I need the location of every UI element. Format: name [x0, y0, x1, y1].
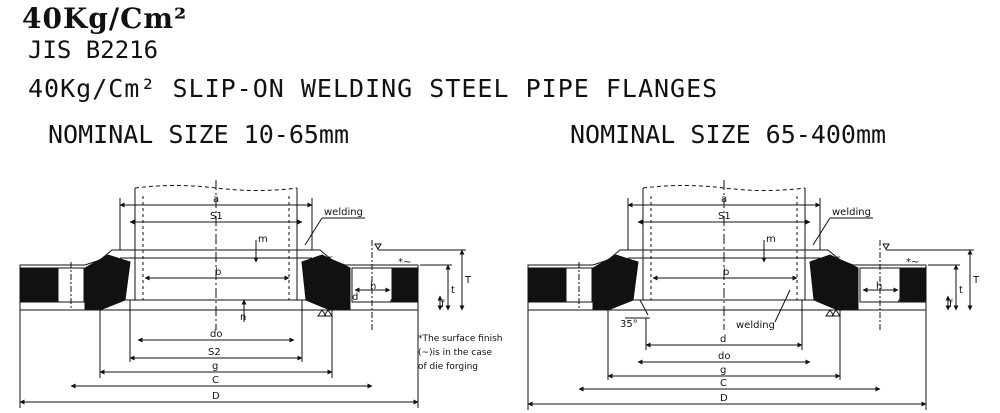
note-line-2: (~)is in the case — [418, 348, 492, 358]
label-angle: 35° — [620, 319, 638, 330]
label-welding-top: welding — [832, 207, 871, 218]
label-s2: S2 — [208, 347, 221, 358]
label-m: m — [258, 234, 268, 245]
label-n: n — [240, 312, 246, 323]
label-welding: welding — [324, 207, 363, 218]
label-D: D — [212, 391, 220, 402]
label-a: a — [213, 194, 219, 205]
label-T: T — [972, 275, 980, 286]
label-b: b — [215, 267, 221, 278]
label-star: *~ — [906, 257, 919, 268]
label-welding-bottom: welding — [736, 320, 775, 331]
label-c: C — [212, 375, 219, 386]
label-r: r — [328, 254, 333, 265]
label-g: g — [212, 361, 218, 372]
label-m: m — [766, 234, 776, 245]
label-h: h — [876, 281, 882, 292]
left-drawing-labels: a S1 welding m r b n do S2 g C D h d f t… — [208, 194, 503, 402]
label-f: f — [949, 299, 953, 310]
right-drawing-heading: NOMINAL SIZE 65-400mm — [570, 120, 887, 149]
label-T: T — [464, 275, 472, 286]
label-t: t — [451, 285, 455, 296]
label-do: do — [718, 351, 730, 362]
pressure-heading: 40Kg/Cm² — [22, 2, 188, 35]
label-d: d — [720, 334, 726, 345]
label-f: f — [441, 299, 445, 310]
label-do: do — [210, 329, 222, 340]
right-flange-drawing — [527, 180, 974, 410]
left-flange-drawing — [19, 180, 466, 408]
label-d: d — [352, 292, 358, 303]
label-g: g — [720, 365, 726, 376]
note-line-3: of die forging — [418, 362, 478, 372]
label-t: t — [959, 285, 963, 296]
right-drawing-labels: a S1 welding m r b 35° welding d do g C … — [620, 194, 980, 404]
left-drawing-heading: NOMINAL SIZE 10-65mm — [48, 120, 350, 149]
label-s1: S1 — [718, 211, 731, 222]
label-b: b — [723, 267, 729, 278]
label-D: D — [720, 393, 728, 404]
label-h: h — [370, 281, 376, 292]
standard-code: JIS B2216 — [28, 36, 159, 64]
label-a: a — [721, 194, 727, 205]
label-c: C — [720, 378, 727, 389]
page-title: 40Kg/Cm² SLIP-ON WELDING STEEL PIPE FLAN… — [28, 74, 719, 103]
label-r: r — [836, 254, 841, 265]
label-s1: S1 — [210, 211, 223, 222]
note-line-1: *The surface finish — [418, 334, 503, 344]
label-star: *~ — [398, 257, 411, 268]
